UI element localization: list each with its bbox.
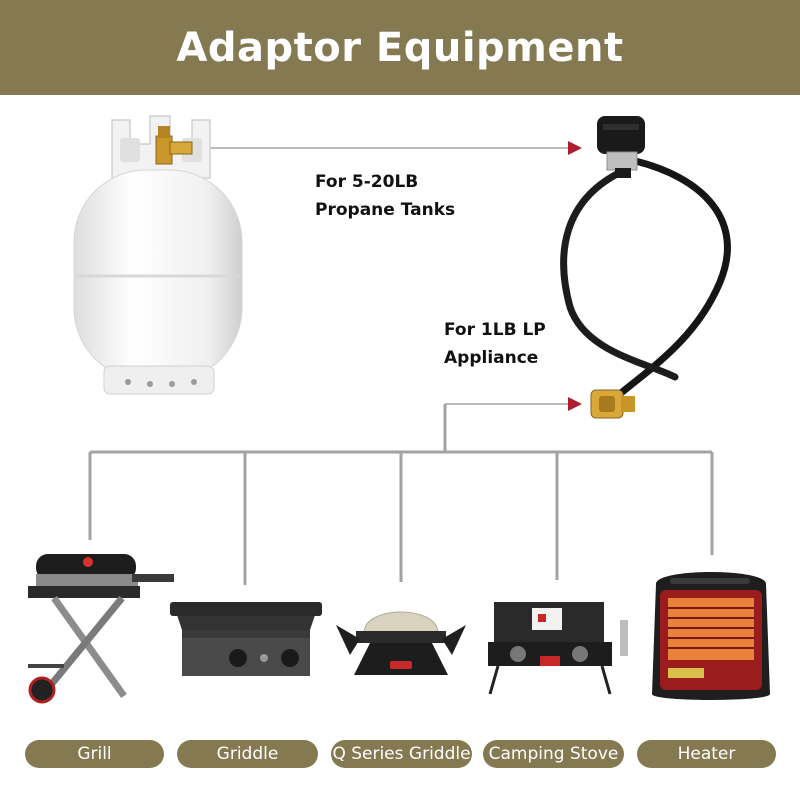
header-banner: Adaptor Equipment	[0, 0, 800, 95]
appliance-label: For 1LB LP Appliance	[444, 316, 546, 372]
page-title: Adaptor Equipment	[176, 24, 624, 71]
pill-griddle-label: Griddle	[216, 744, 279, 764]
pill-camping-stove: Camping Stove	[483, 740, 624, 768]
pill-camping-stove-label: Camping Stove	[488, 744, 619, 764]
griddle-icon	[170, 602, 322, 676]
pill-q-series-griddle-label: Q Series Griddle	[332, 744, 471, 764]
hose-adapter-icon	[560, 116, 731, 419]
pill-heater-label: Heater	[677, 744, 736, 764]
pill-heater: Heater	[637, 740, 776, 768]
q-series-grill-icon	[336, 611, 466, 675]
pill-grill: Grill	[25, 740, 164, 768]
portable-grill-icon	[28, 554, 174, 704]
camping-stove-icon	[488, 602, 628, 695]
tank-label-line2: Propane Tanks	[315, 200, 456, 220]
arrow-top-icon	[568, 141, 582, 155]
pill-q-series-griddle: Q Series Griddle	[331, 740, 472, 768]
pill-griddle: Griddle	[177, 740, 318, 768]
propane-tank-icon	[73, 115, 243, 395]
pill-grill-label: Grill	[77, 744, 112, 764]
appliance-label-line2: Appliance	[444, 348, 539, 368]
tank-label: For 5-20LB Propane Tanks	[315, 168, 455, 224]
tank-label-line1: For 5-20LB	[315, 172, 419, 192]
appliance-label-line1: For 1LB LP	[444, 320, 546, 340]
heater-icon	[652, 572, 770, 700]
arrow-bottom-icon	[568, 397, 582, 411]
